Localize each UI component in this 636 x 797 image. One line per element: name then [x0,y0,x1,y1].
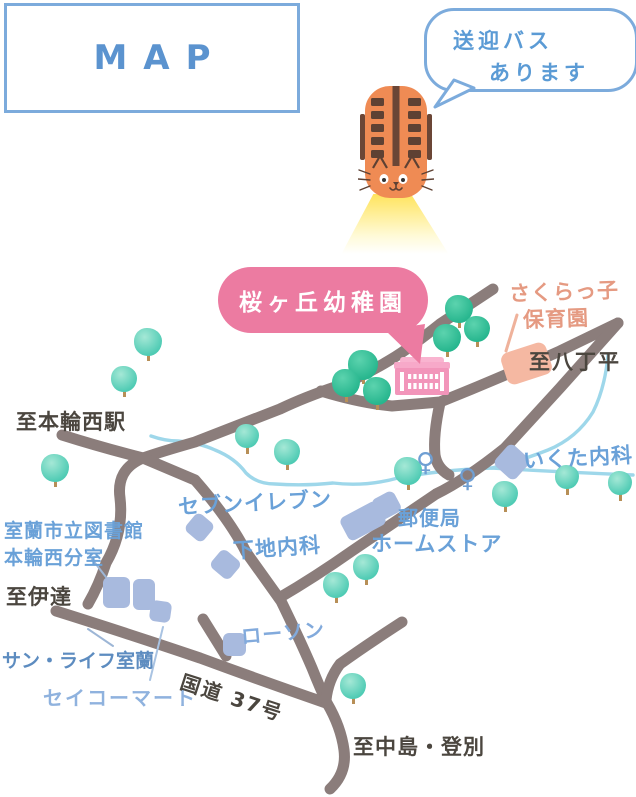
tree-icon [353,554,379,580]
tree-icon [394,457,422,485]
label-to-motowanishi-station: 至本輪西駅 [16,410,126,434]
tree-icon [555,465,579,489]
label-shimoji-clinic: 下地内科 [232,532,322,564]
building-block [148,599,173,624]
road-route37 [50,605,332,709]
label-ikuta-clinic: いくた内科 [522,443,634,473]
tree-icon [464,316,490,342]
label-seicomart: セイコーマート [43,686,197,710]
label-to-date: 至伊達 [6,585,72,609]
building-block [133,579,155,610]
map-title: MAP [93,38,227,78]
label-library-line2: 本輪西分室 [4,547,105,569]
pointer-lines [87,313,519,681]
bubble-line1: 送迎バス [453,29,553,53]
tree-icon [235,424,259,448]
bubble-line2: あります [489,61,589,85]
tree-icon [608,471,632,495]
tree-icon [492,481,518,507]
tree-icon [340,673,366,699]
tree-icon [274,439,300,465]
tree-icon [111,366,137,392]
tiger-bus-icon [358,86,434,198]
callout-tail [385,324,425,364]
road-hachodaira-diagonal [273,317,624,604]
tree-trunk [565,483,569,495]
bubble-tail [433,78,476,109]
map-title-box: MAP [4,3,300,113]
kindergarten-building-icon [394,357,450,395]
road-side-street [320,616,408,706]
tree-trunk [245,442,249,454]
kindergarten-name: 桜ヶ丘幼稚園 [239,290,407,316]
tree-icon [323,572,349,598]
label-post-office: 郵便局 [398,506,461,530]
road-station-to-south [56,429,350,795]
road-main-kindergarten [82,283,499,610]
road-spur [197,613,232,662]
roads [50,283,624,795]
building-block [223,633,246,656]
tree-trunk [618,489,622,501]
tree-icon [332,369,360,397]
label-to-nakajima-noboribetsu: 至中島・登別 [353,735,485,759]
label-home-store: ホームストア [371,532,503,556]
streetlamp-icon: ♀ [416,448,436,478]
building-block [103,577,130,608]
road-connector [429,397,455,481]
label-sun-life: サン・ライフ室蘭 [2,650,155,672]
streetlamp-icon: ♀ [458,464,478,494]
label-sakurakko-line2: 保育園 [522,305,590,333]
shuttle-bus-bubble: 送迎バス あります [424,8,636,92]
kindergarten-callout: 桜ヶ丘幼稚園 [218,267,428,333]
tree-icon [134,328,162,356]
tree-icon [41,454,69,482]
tree-icon [433,324,461,352]
label-library-line1: 室蘭市立図書館 [4,520,145,542]
label-to-hachodaira: 至八丁平 [529,350,621,374]
tree-icon [363,377,391,405]
